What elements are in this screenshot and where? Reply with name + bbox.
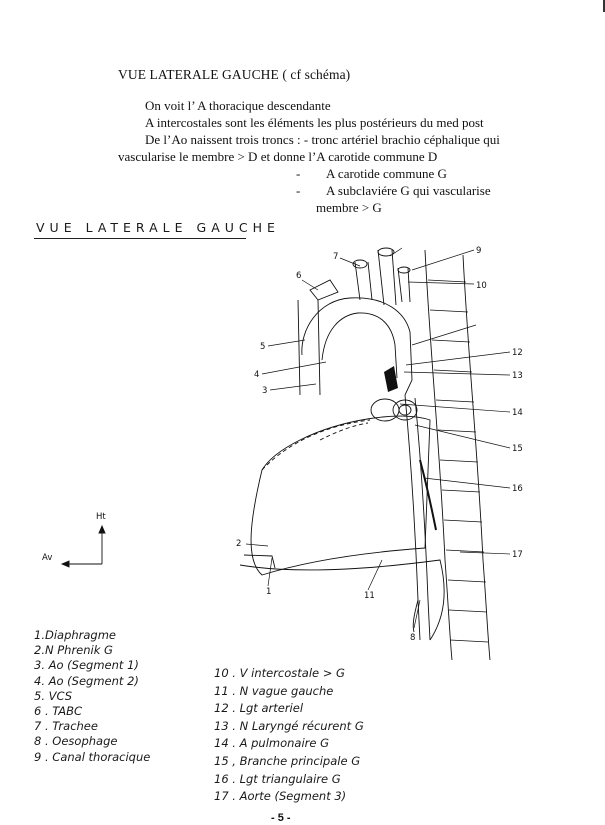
legend-item: 6 . TABC xyxy=(34,704,83,719)
legend-item: 15 , Branche principale G xyxy=(214,753,361,768)
diagram-label-16: 16 xyxy=(512,484,523,494)
bullet-item: A subclaviére G qui vascularise xyxy=(326,183,491,198)
superior-vena-cava xyxy=(297,299,321,396)
triangular-ligament xyxy=(419,459,437,531)
legend-left-column: 1.Diaphragme 2.N Phrenik G 3. Ao (Segmen… xyxy=(34,628,150,765)
page-heading: VUE LATERALE GAUCHE ( cf schéma) xyxy=(118,67,351,82)
diagram-label-3: 3 xyxy=(262,386,267,396)
bullet-marker: - xyxy=(296,183,301,198)
legend-item: 17 . Aorte (Segment 3) xyxy=(214,789,347,804)
diagram-label-14: 14 xyxy=(512,408,523,418)
legend-item: 11 . N vague gauche xyxy=(214,683,334,698)
laryngeal-nerve-mark xyxy=(384,366,398,392)
legend-item: 4. Ao (Segment 2) xyxy=(34,673,139,688)
section-underline xyxy=(34,238,246,239)
intro-line-4: vascularise le membre > D et donne l’A c… xyxy=(118,149,438,164)
legend-item: 16 . Lgt triangulaire G xyxy=(214,771,341,786)
legend-item: 10 . V intercostale > G xyxy=(214,666,345,680)
diagram-label-17: 17 xyxy=(512,550,523,560)
diagram-label-1: 1 xyxy=(266,587,271,597)
bullet-continuation: membre > G xyxy=(316,200,382,215)
diaphragm-curve xyxy=(239,559,445,641)
intro-line-2: A intercostales sont les éléments les pl… xyxy=(145,115,484,130)
legend-item: 13 . N Laryngé récurent G xyxy=(214,718,364,733)
diagram-label-5: 5 xyxy=(260,342,265,352)
diagram-label-11: 11 xyxy=(364,591,375,601)
intro-line-3: De l’Ao naissent trois troncs : - tronc … xyxy=(145,132,500,147)
intro-line-1: On voit l’ A thoracique descendante xyxy=(145,98,331,113)
legend-item: 12 . Lgt arteriel xyxy=(214,701,304,716)
diagram-label-10: 10 xyxy=(476,281,487,291)
descending-aorta xyxy=(404,394,421,641)
diagram-label-12: 12 xyxy=(512,348,523,358)
diagram-label-9: 9 xyxy=(476,246,481,256)
bullet-marker: - xyxy=(296,166,301,181)
pulmonary-artery xyxy=(370,398,400,422)
diagram-label-6: 6 xyxy=(296,271,301,281)
diagram-label-7: 7 xyxy=(333,252,338,262)
diagram-label-15: 15 xyxy=(512,444,523,454)
heart-outline xyxy=(250,415,431,576)
diagram-label-8: 8 xyxy=(410,633,415,643)
aortic-arch xyxy=(301,297,413,396)
page-number: - 5 - xyxy=(271,812,291,824)
legend-item: 2.N Phrenik G xyxy=(34,643,113,658)
bullet-item: A carotide commune G xyxy=(326,166,447,181)
legend-item: 1.Diaphragme xyxy=(34,628,117,642)
diagram-label-4: 4 xyxy=(254,370,259,380)
diagram-label-2: 2 xyxy=(236,539,241,549)
scan-edge-mark xyxy=(603,0,605,12)
vertebral-column xyxy=(424,249,453,661)
legend-item: 9 . Canal thoracique xyxy=(34,749,151,764)
legend-item: 8 . Oesophage xyxy=(34,734,118,749)
legend-item: 14 . A pulmonaire G xyxy=(214,736,330,751)
section-title: VUE LATERALE GAUCHE xyxy=(36,220,280,235)
legend-item: 7 . Trachee xyxy=(34,719,98,734)
orientation-up-label: Ht xyxy=(96,512,106,522)
orientation-front-label: Av xyxy=(42,553,52,563)
legend-right-column: 10 . V intercostale > G 11 . N vague gau… xyxy=(214,665,364,806)
legend-item: 5. VCS xyxy=(34,688,73,703)
legend-item: 3. Ao (Segment 1) xyxy=(34,658,139,673)
diagram-label-13: 13 xyxy=(512,371,523,381)
